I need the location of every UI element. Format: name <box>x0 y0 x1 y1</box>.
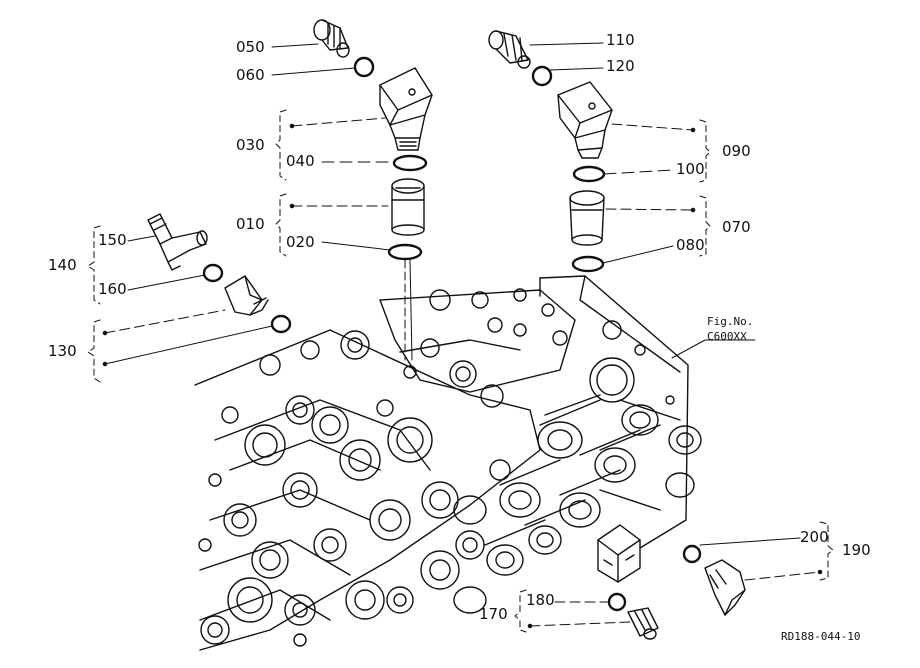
part-010-connector <box>391 178 425 236</box>
control-valve-body <box>194 275 702 651</box>
label-170: 170 <box>479 605 508 623</box>
part-020-oring <box>387 243 423 261</box>
label-130: 130 <box>48 342 77 360</box>
part-150-tee <box>147 213 208 271</box>
part-180-oring <box>607 592 627 612</box>
part-050-adapter <box>313 19 350 58</box>
label-150: 150 <box>98 231 127 249</box>
label-080: 080 <box>676 236 705 254</box>
part-080-oring <box>571 255 605 273</box>
label-060: 060 <box>236 66 265 84</box>
label-110: 110 <box>606 31 635 49</box>
label-100: 100 <box>676 160 705 178</box>
label-190: 190 <box>842 541 871 559</box>
label-180: 180 <box>526 591 555 609</box>
part-120-oring <box>531 65 553 87</box>
label-200: 200 <box>800 528 829 546</box>
part-110-adapter <box>488 30 531 69</box>
part-060-oring <box>353 56 375 78</box>
label-140: 140 <box>48 256 77 274</box>
part-090-elbow <box>557 81 613 159</box>
leader-lines <box>87 42 834 633</box>
label-050: 050 <box>236 38 265 56</box>
part-100-oring <box>572 165 606 183</box>
label-020: 020 <box>286 233 315 251</box>
label-040: 040 <box>286 152 315 170</box>
drawing-code: RD188-044-10 <box>781 630 861 643</box>
fig-number-code: C600XX <box>707 330 747 343</box>
part-130-connector <box>224 275 269 316</box>
label-090: 090 <box>722 142 751 160</box>
part-200-oring <box>682 544 702 564</box>
label-010: 010 <box>236 215 265 233</box>
label-160: 160 <box>98 280 127 298</box>
part-160-oring <box>202 263 224 283</box>
part-070-connector <box>569 190 605 246</box>
fig-number-label: Fig.No. <box>707 315 754 328</box>
label-070: 070 <box>722 218 751 236</box>
part-030-elbow <box>379 67 433 151</box>
part-130-oring <box>270 314 292 334</box>
part-170-adapter <box>627 607 659 640</box>
label-120: 120 <box>606 57 635 75</box>
part-190-elbow <box>704 559 746 616</box>
label-030: 030 <box>236 136 265 154</box>
part-040-oring <box>392 154 428 172</box>
